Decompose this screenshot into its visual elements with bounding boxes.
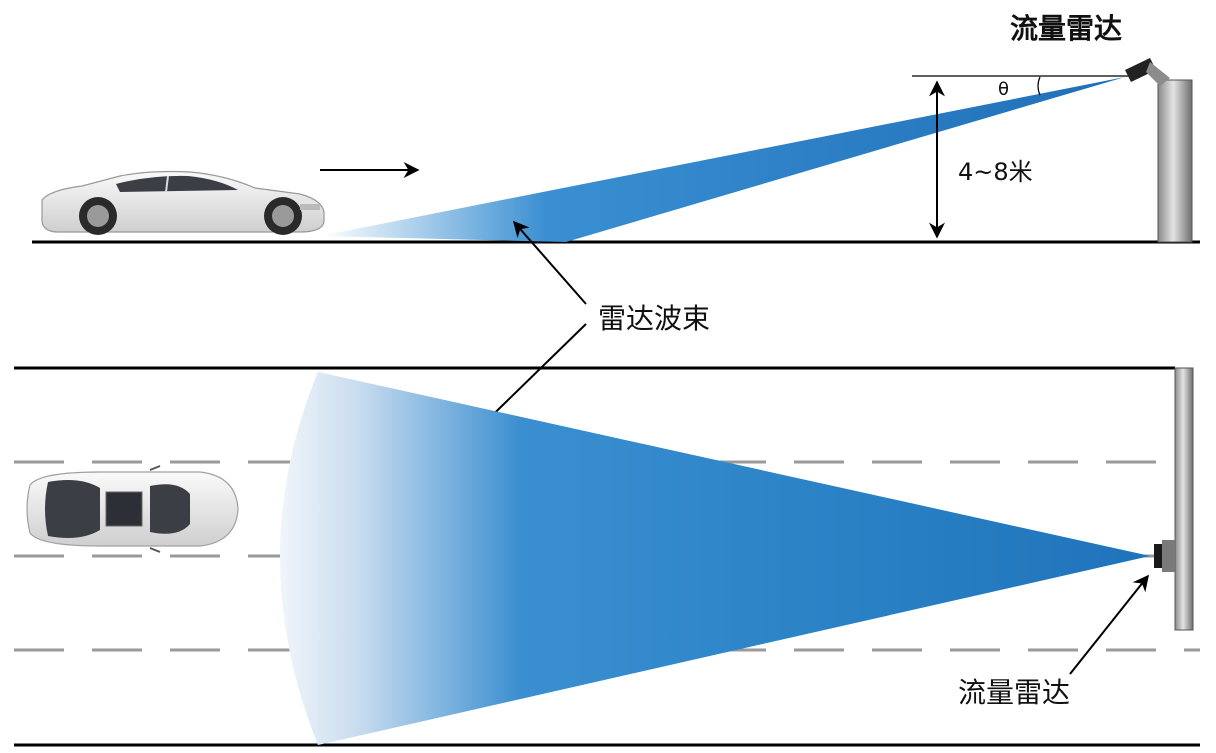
car-side-view-icon <box>41 170 325 235</box>
top-pole <box>1174 367 1194 631</box>
radar-bottom-label: 流量雷达 <box>958 676 1070 709</box>
top-view: 流量雷达 <box>14 366 1200 747</box>
side-radar-device-icon <box>1125 58 1170 86</box>
angle-arc <box>1037 76 1041 96</box>
theta-label: θ <box>998 79 1009 100</box>
radar-top-label: 流量雷达 <box>1010 12 1122 45</box>
radar-pointer <box>1069 574 1149 675</box>
car-top-view-icon <box>26 465 239 553</box>
height-label: 4~8米 <box>958 158 1033 186</box>
beam-pointer-top <box>512 220 587 305</box>
side-radar-beam <box>320 77 1125 242</box>
top-radar-device-icon <box>1154 540 1175 572</box>
side-view: θ 4~8米 流量雷达 <box>32 12 1200 244</box>
beam-label: 雷达波束 <box>598 302 710 335</box>
side-pole <box>1157 79 1193 243</box>
top-radar-beam <box>280 372 1150 745</box>
